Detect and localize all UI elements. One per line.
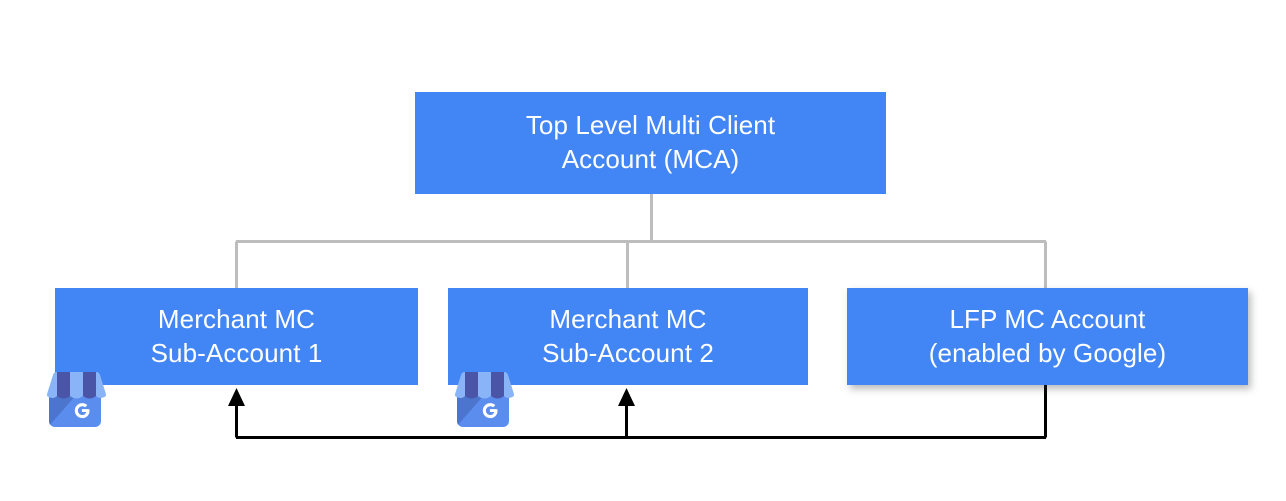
gmb-awning xyxy=(455,371,514,399)
gmb-body-shade xyxy=(49,394,77,426)
google-my-business-icon xyxy=(455,371,514,427)
node-lfp-mc-account-label: LFP MC Account (enabled by Google) xyxy=(928,303,1167,368)
node-merchant-sub-account-2[interactable]: Merchant MC Sub-Account 2 xyxy=(448,288,808,385)
feedback-arrowheads xyxy=(228,388,635,406)
node-lfp-mc-account[interactable]: LFP MC Account (enabled by Google) xyxy=(847,288,1248,385)
node-merchant-sub-account-2-label: Merchant MC Sub-Account 2 xyxy=(542,303,714,368)
google-my-business-icon xyxy=(47,371,106,427)
gmb-g-glyph xyxy=(482,403,498,419)
hierarchy-tree xyxy=(235,194,1047,288)
gmb-awning xyxy=(47,371,106,399)
node-merchant-sub-account-1[interactable]: Merchant MC Sub-Account 1 xyxy=(55,288,418,385)
arrowhead-to-sub2 xyxy=(618,388,635,406)
lfp-feedback-path xyxy=(235,385,1047,439)
node-top-level-mca-label: Top Level Multi Client Account (MCA) xyxy=(525,110,776,174)
gmb-body-shade xyxy=(457,394,485,426)
node-merchant-sub-account-1-label: Merchant MC Sub-Account 1 xyxy=(150,303,323,368)
node-top-level-mca[interactable]: Top Level Multi Client Account (MCA) xyxy=(415,92,886,194)
gmb-g-glyph xyxy=(74,403,90,419)
arrowhead-to-sub1 xyxy=(228,388,245,406)
